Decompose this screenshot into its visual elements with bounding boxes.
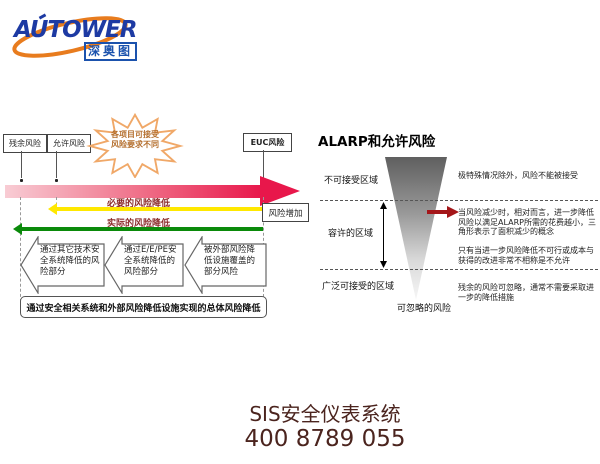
broadly-acceptable-region-label: 广泛可接受的区域 [322,282,395,292]
alarp-note-bottom: 残余的风险可忽略，通常不需要采取进一步的降低措施 [458,283,594,302]
risk-increase-label: 风险增加 [268,208,303,219]
chevron-external: 被外部风险降低设施覆盖的部分风险 [184,236,267,294]
autower-logo: AUTOWER 深奥图 [12,6,142,62]
chevron-other-tech: 通过其它技术安全系统降低的风险部分 [20,236,105,294]
starburst-callout: 各项目可接受 风险要求不同 [85,112,185,179]
tolerable-span-arrow [380,202,387,268]
euc-risk-box: EUC风险 [243,133,292,152]
actual-reduction-arrow [13,223,263,235]
leader-dot [20,179,23,182]
chevron-external-text: 被外部风险降低设施覆盖的部分风险 [204,245,256,277]
alarp-title: ALARP和允许风险 [318,134,436,150]
starburst-line1: 各项目可接受 [111,130,159,139]
leader-line [263,150,264,178]
necessary-reduction-arrow [48,203,263,215]
actual-reduction-label: 实际的风险降低 [107,219,171,229]
allowed-risk-label: 允许风险 [53,139,85,148]
risk-increase-box: 风险增加 [262,203,309,222]
starburst-icon [86,112,184,179]
alarp-note-top: 极特殊情况除外，风险不能被接受 [458,171,578,180]
allowed-risk-box: 允许风险 [47,134,91,153]
residual-risk-box: 残余风险 [3,134,47,153]
dashed-dropline [20,197,21,302]
necessary-reduction-label: 必要的风险降低 [107,199,171,209]
left-block-arrow-icon [184,236,267,294]
starburst-text: 各项目可接受 风险要求不同 [85,130,185,150]
leader-dot [55,179,58,182]
alarp-note-mid1: 当风险减少时，相对而言，进一步降低风险以满足ALARP所需的花费越小，三角形表示… [458,208,596,237]
unacceptable-region-label: 不可接受区域 [324,176,379,186]
risk-increase-arrow [5,176,300,206]
brand-chinese-name: 深奥图 [84,42,138,61]
chevron-eepe-text: 通过E/E/PE安全系统降低的风险部分 [124,245,177,277]
tolerable-region-label: 容许的区域 [328,229,374,239]
alarp-lower-dashed-line [320,269,598,270]
leader-line [21,151,22,178]
alarp-funnel-triangle [385,157,447,300]
alarp-note-mid2: 只有当进一步风险降低不可行或成本与获得的改进非常不相称是不允许 [458,246,594,265]
left-block-arrow-icon [20,236,105,294]
residual-risk-label: 残余风险 [9,139,41,148]
footer-phone-number: 400 8789 055 [244,426,406,452]
chevron-other-tech-text: 通过其它技术安全系统降低的风险部分 [40,245,100,277]
euc-risk-label: EUC风险 [250,138,285,147]
chevron-eepe: 通过E/E/PE安全系统降低的风险部分 [104,236,184,294]
left-block-arrow-icon [104,236,184,294]
negligible-risk-label: 可忽略的风险 [397,304,452,314]
alarp-red-arrow [427,206,459,218]
logo-swoosh-icon [12,16,128,58]
overall-reduction-box: 通过安全相关系统和外部风险降低设施实现的总体风险降低 [20,296,267,318]
overall-reduction-text: 通过安全相关系统和外部风险降低设施实现的总体风险降低 [26,303,261,314]
brand-wordmark: AUTOWER [14,17,137,43]
footer-product-name: SIS安全仪表系统 [249,402,401,426]
alarp-upper-dashed-line [320,200,598,201]
starburst-line2: 风险要求不同 [111,140,159,149]
leader-line [56,151,57,178]
